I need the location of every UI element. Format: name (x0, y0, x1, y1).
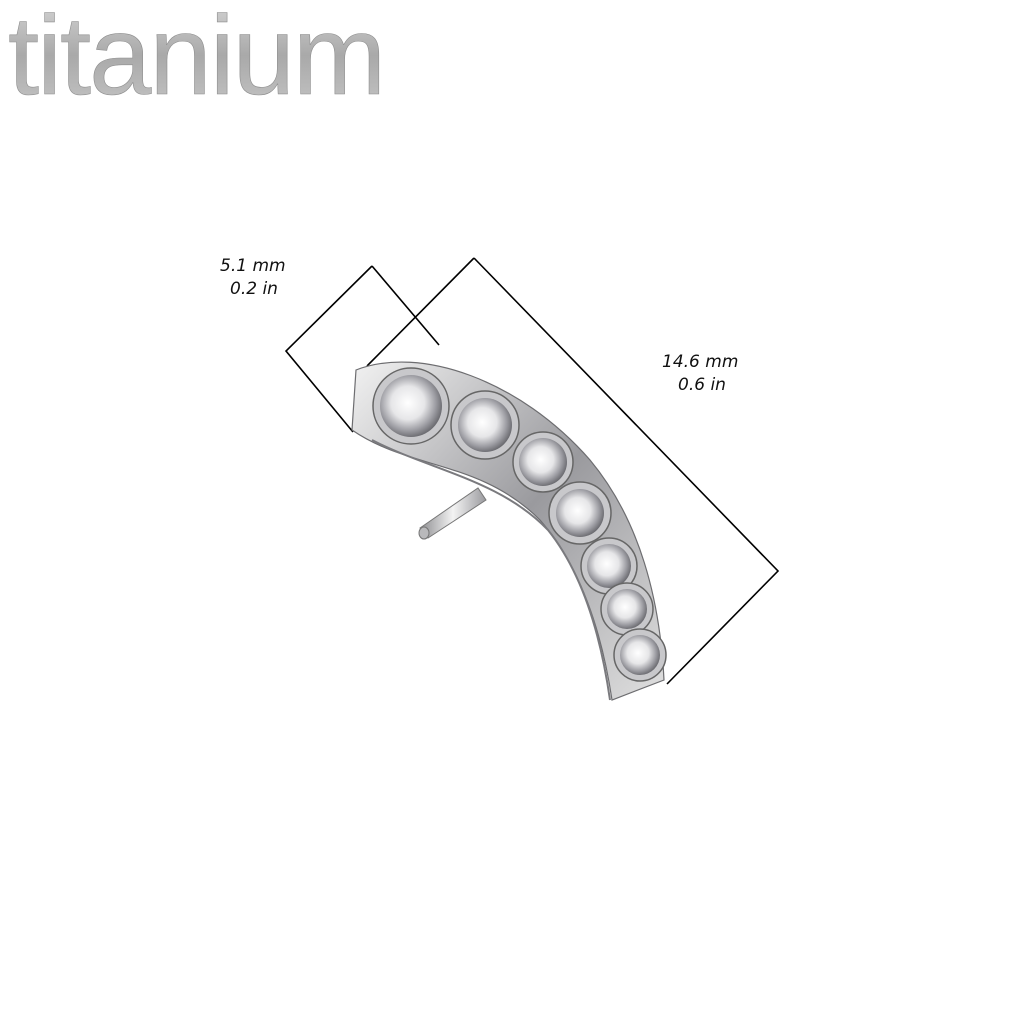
length-dimension-bracket (473, 257, 780, 685)
logo-text: titanium (8, 0, 384, 110)
titanium-logo: titanium (8, 0, 386, 110)
gem-stone (512, 431, 574, 493)
gem-stone (372, 367, 450, 445)
length-in-label: 0.6 in (678, 375, 726, 395)
gem-stone (548, 481, 612, 545)
width-in-label: 0.2 in (230, 279, 278, 299)
gem-stone (450, 390, 520, 460)
post-pin (418, 487, 487, 540)
stone-setting (372, 367, 667, 682)
length-dimension-line (366, 257, 475, 367)
gem-stone (580, 537, 638, 595)
length-mm-label: 14.6 mm (662, 352, 738, 372)
width-mm-label: 5.1 mm (220, 256, 286, 276)
jewelry-band (351, 361, 665, 701)
gem-stone (600, 582, 654, 636)
width-dimension-bracket (284, 265, 373, 433)
gem-stone (613, 628, 667, 682)
width-dimension-line (371, 265, 440, 346)
